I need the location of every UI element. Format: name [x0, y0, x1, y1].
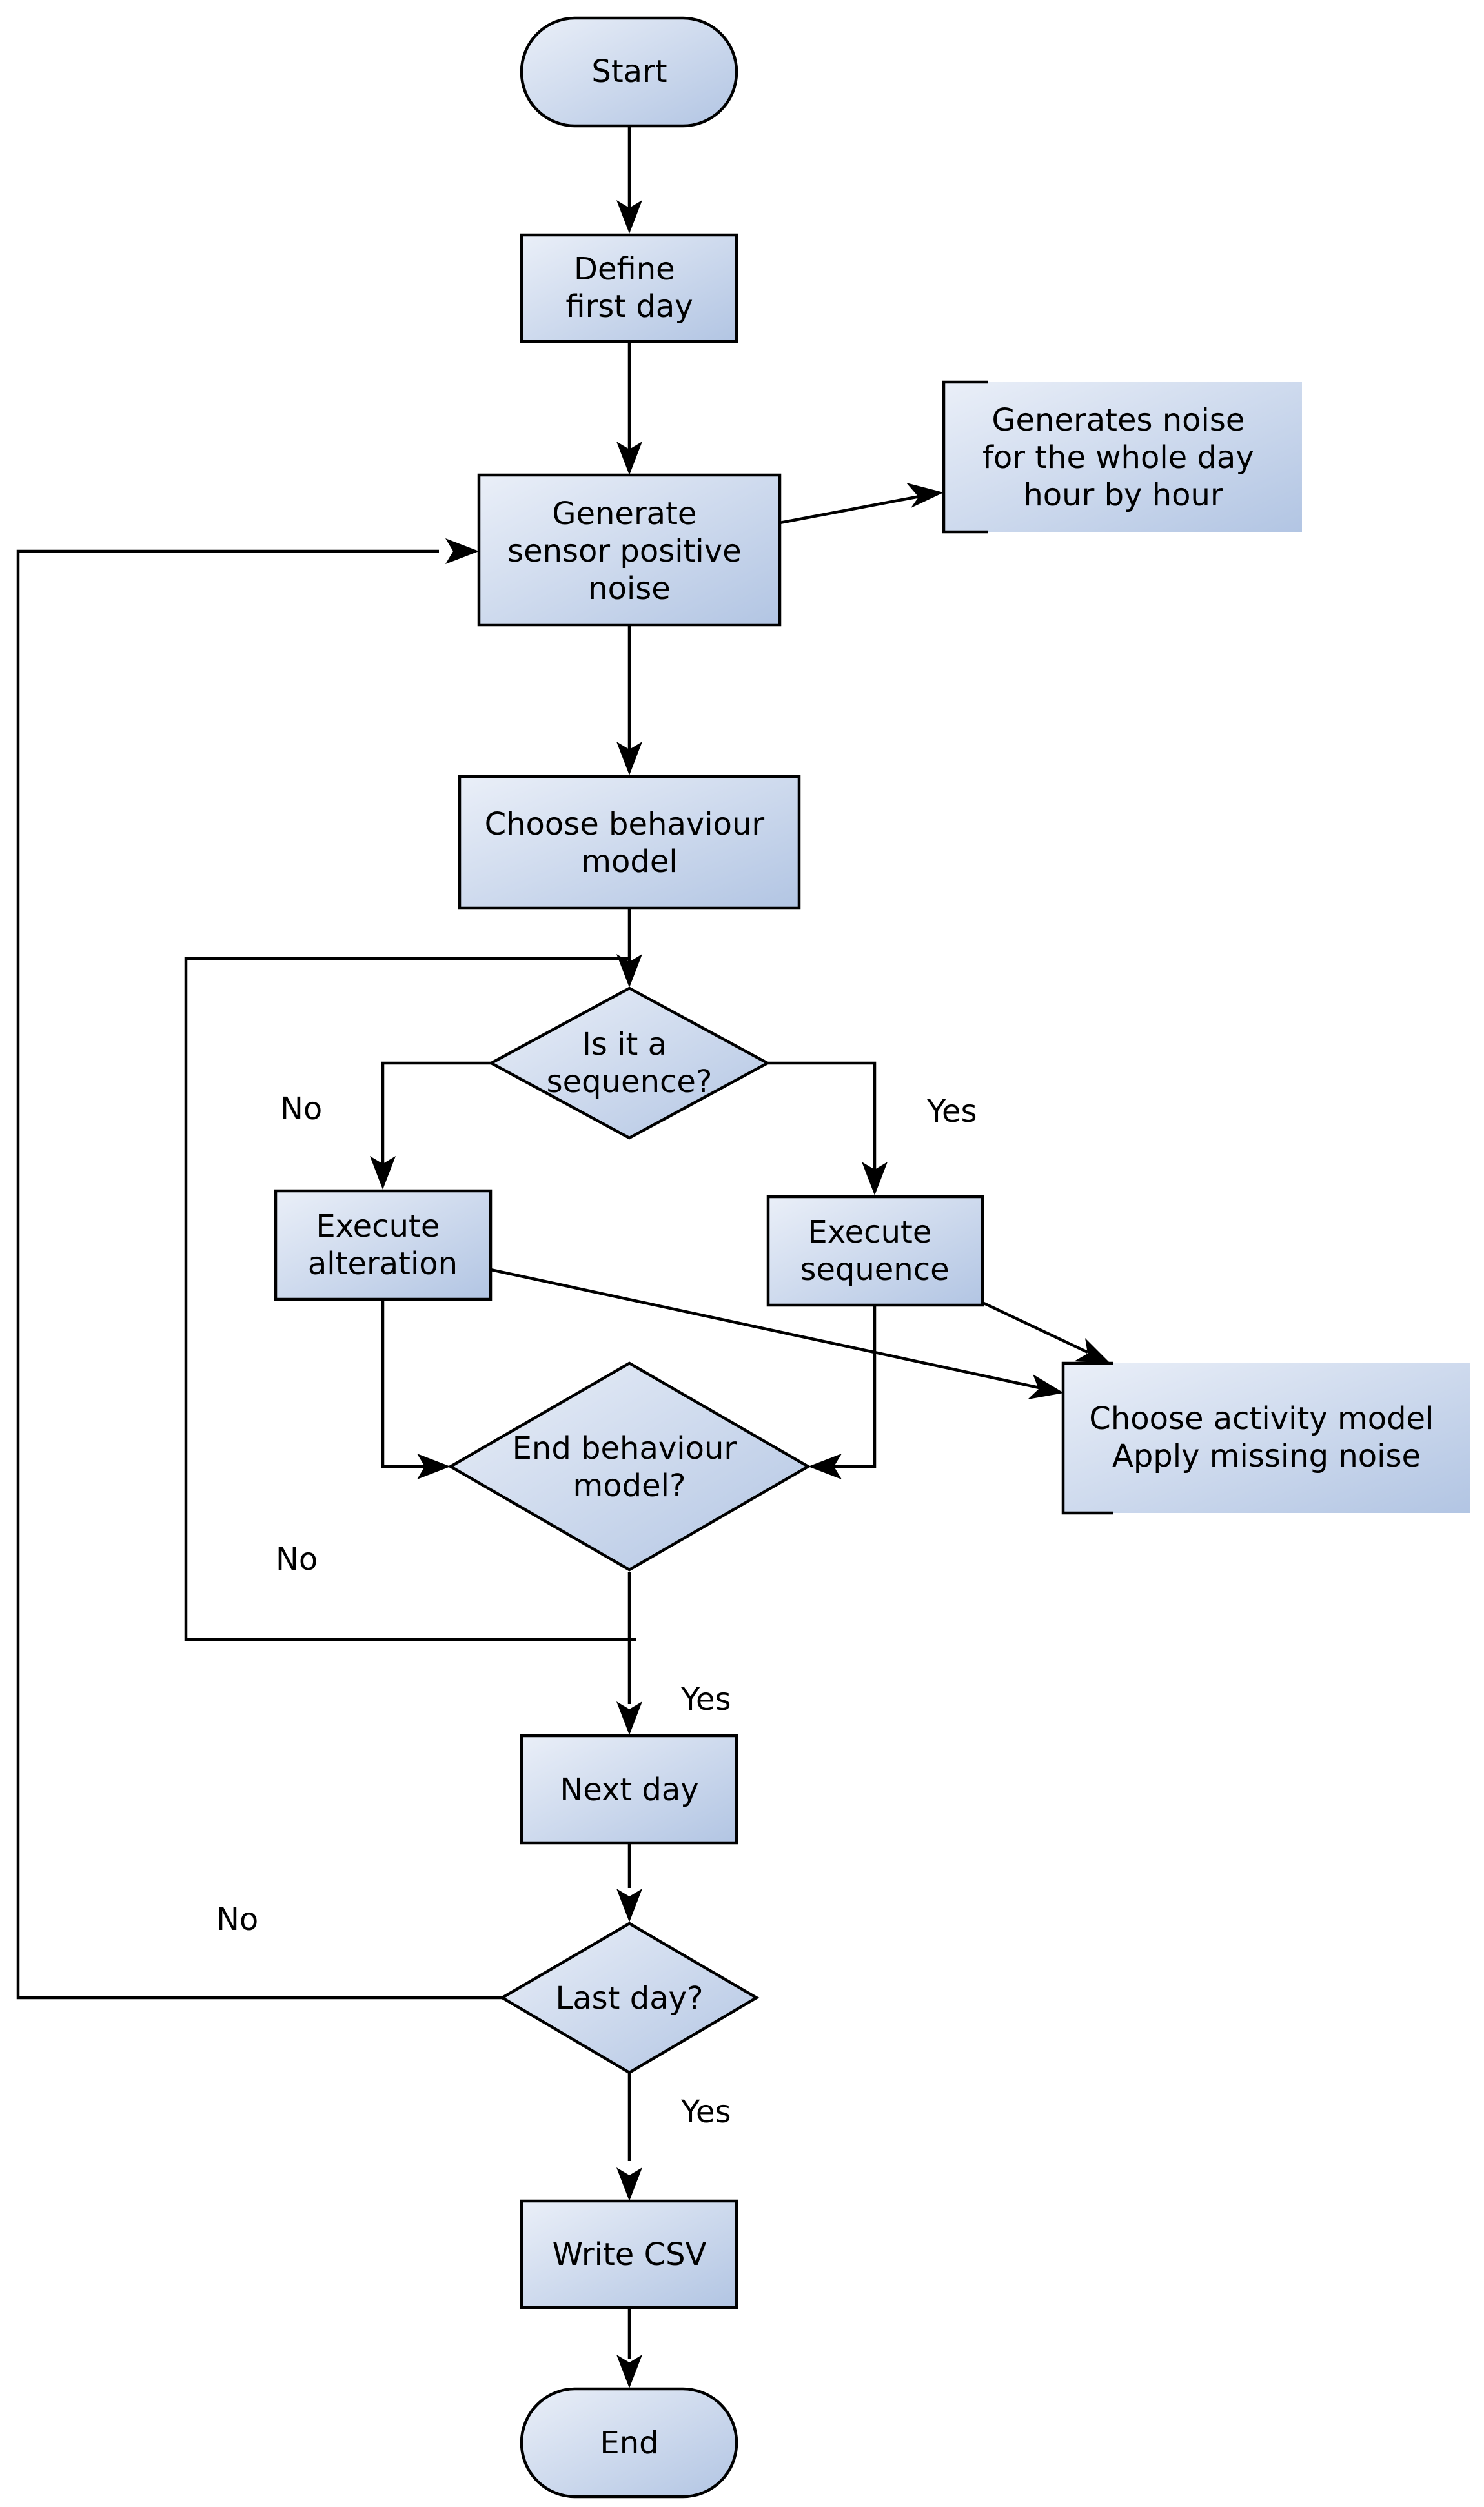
arrowhead-to-sequence-decision: [616, 954, 642, 988]
arrowhead-to-sequence: [862, 1162, 888, 1195]
edge-labels: No Yes No Yes No Yes: [216, 1091, 977, 2130]
execute-sequence-label: Execute sequence: [800, 1214, 949, 1288]
arrowhead-to-next-day: [616, 1701, 642, 1735]
arrowhead-alteration-to-end-behaviour: [417, 1454, 451, 1479]
end-label: End: [600, 2425, 658, 2461]
is-sequence-decision: [488, 986, 771, 1140]
nodes: Start Define first day Generate sensor p…: [274, 16, 1470, 2499]
arrowhead-to-write-csv: [616, 2167, 642, 2201]
write-csv-box: [520, 2199, 738, 2309]
end-behaviour-no-label: No: [276, 1541, 318, 1578]
edges: [16, 126, 1088, 2359]
activity-annotation-box: [1063, 1363, 1470, 1513]
execute-alteration-label: Execute alteration: [308, 1208, 458, 1282]
execute-alteration-box: [274, 1189, 493, 1301]
last-day-yes-label: Yes: [680, 2094, 731, 2130]
define-first-day-label: Define first day: [565, 251, 693, 325]
noise-annotation-box: [944, 382, 1302, 532]
end-terminator: [520, 2387, 738, 2499]
edge-alteration-to-activity-note: [490, 1268, 1040, 1390]
edge-last-day-no-loop: [16, 549, 502, 2000]
noise-annotation-label: Generates noise for the whole day hour b…: [982, 402, 1264, 513]
last-day-no-label: No: [216, 1902, 258, 1938]
start-label: Start: [591, 54, 667, 90]
edge-sequence-to-end-behaviour: [829, 1305, 877, 1468]
start-terminator: [520, 16, 738, 128]
define-first-day-box: [520, 233, 738, 343]
edge-end-behaviour-no-loop: [184, 957, 636, 1641]
write-csv-label: Write CSV: [553, 2237, 707, 2273]
end-behaviour-decision: [447, 1361, 811, 1572]
end-behaviour-yes-label: Yes: [680, 1681, 731, 1718]
next-day-label: Next day: [560, 1772, 698, 1808]
last-day-decision: [499, 1922, 760, 2075]
edge-alteration-to-end-behaviour: [381, 1299, 428, 1468]
arrowhead-to-activity-note-from-alteration: [1028, 1374, 1064, 1399]
arrowhead-to-define: [616, 200, 642, 234]
execute-sequence-box: [766, 1195, 984, 1307]
choose-behaviour-label: Choose behaviour model: [485, 806, 775, 880]
generate-noise-label: Generate sensor positive noise: [507, 496, 751, 607]
edge-sequence-to-activity-note: [982, 1301, 1088, 1354]
edge-sequence-no: [381, 1061, 491, 1168]
arrowhead-to-alteration: [370, 1156, 396, 1190]
arrowhead-to-last-day: [616, 1889, 642, 1922]
end-behaviour-label: End behaviour model?: [513, 1430, 747, 1504]
edge-sequence-yes: [767, 1061, 877, 1175]
choose-behaviour-box: [458, 775, 801, 910]
next-day-box: [520, 1734, 738, 1845]
sequence-yes-label: Yes: [926, 1093, 977, 1130]
arrowhead-to-generate: [616, 442, 642, 475]
arrowhead-to-activity-note-from-sequence: [1074, 1338, 1110, 1363]
noise-annotation-bracket: [942, 380, 988, 534]
edge-generate-to-note: [779, 494, 920, 525]
is-sequence-label: Is it a sequence?: [547, 1026, 713, 1100]
activity-annotation-bracket: [1061, 1361, 1113, 1515]
arrowheads: [370, 200, 1110, 2388]
arrowhead-loop-to-generate: [445, 538, 479, 564]
arrowhead-to-note: [906, 483, 944, 508]
last-day-label: Last day?: [555, 1980, 703, 2016]
arrowhead-to-end: [616, 2355, 642, 2388]
arrowhead-sequence-to-end-behaviour: [808, 1454, 842, 1479]
arrowhead-to-choose: [616, 742, 642, 775]
generate-noise-box: [477, 473, 782, 627]
activity-annotation-label: Choose activity model Apply missing nois…: [1089, 1401, 1443, 1474]
sequence-no-label: No: [280, 1091, 322, 1127]
